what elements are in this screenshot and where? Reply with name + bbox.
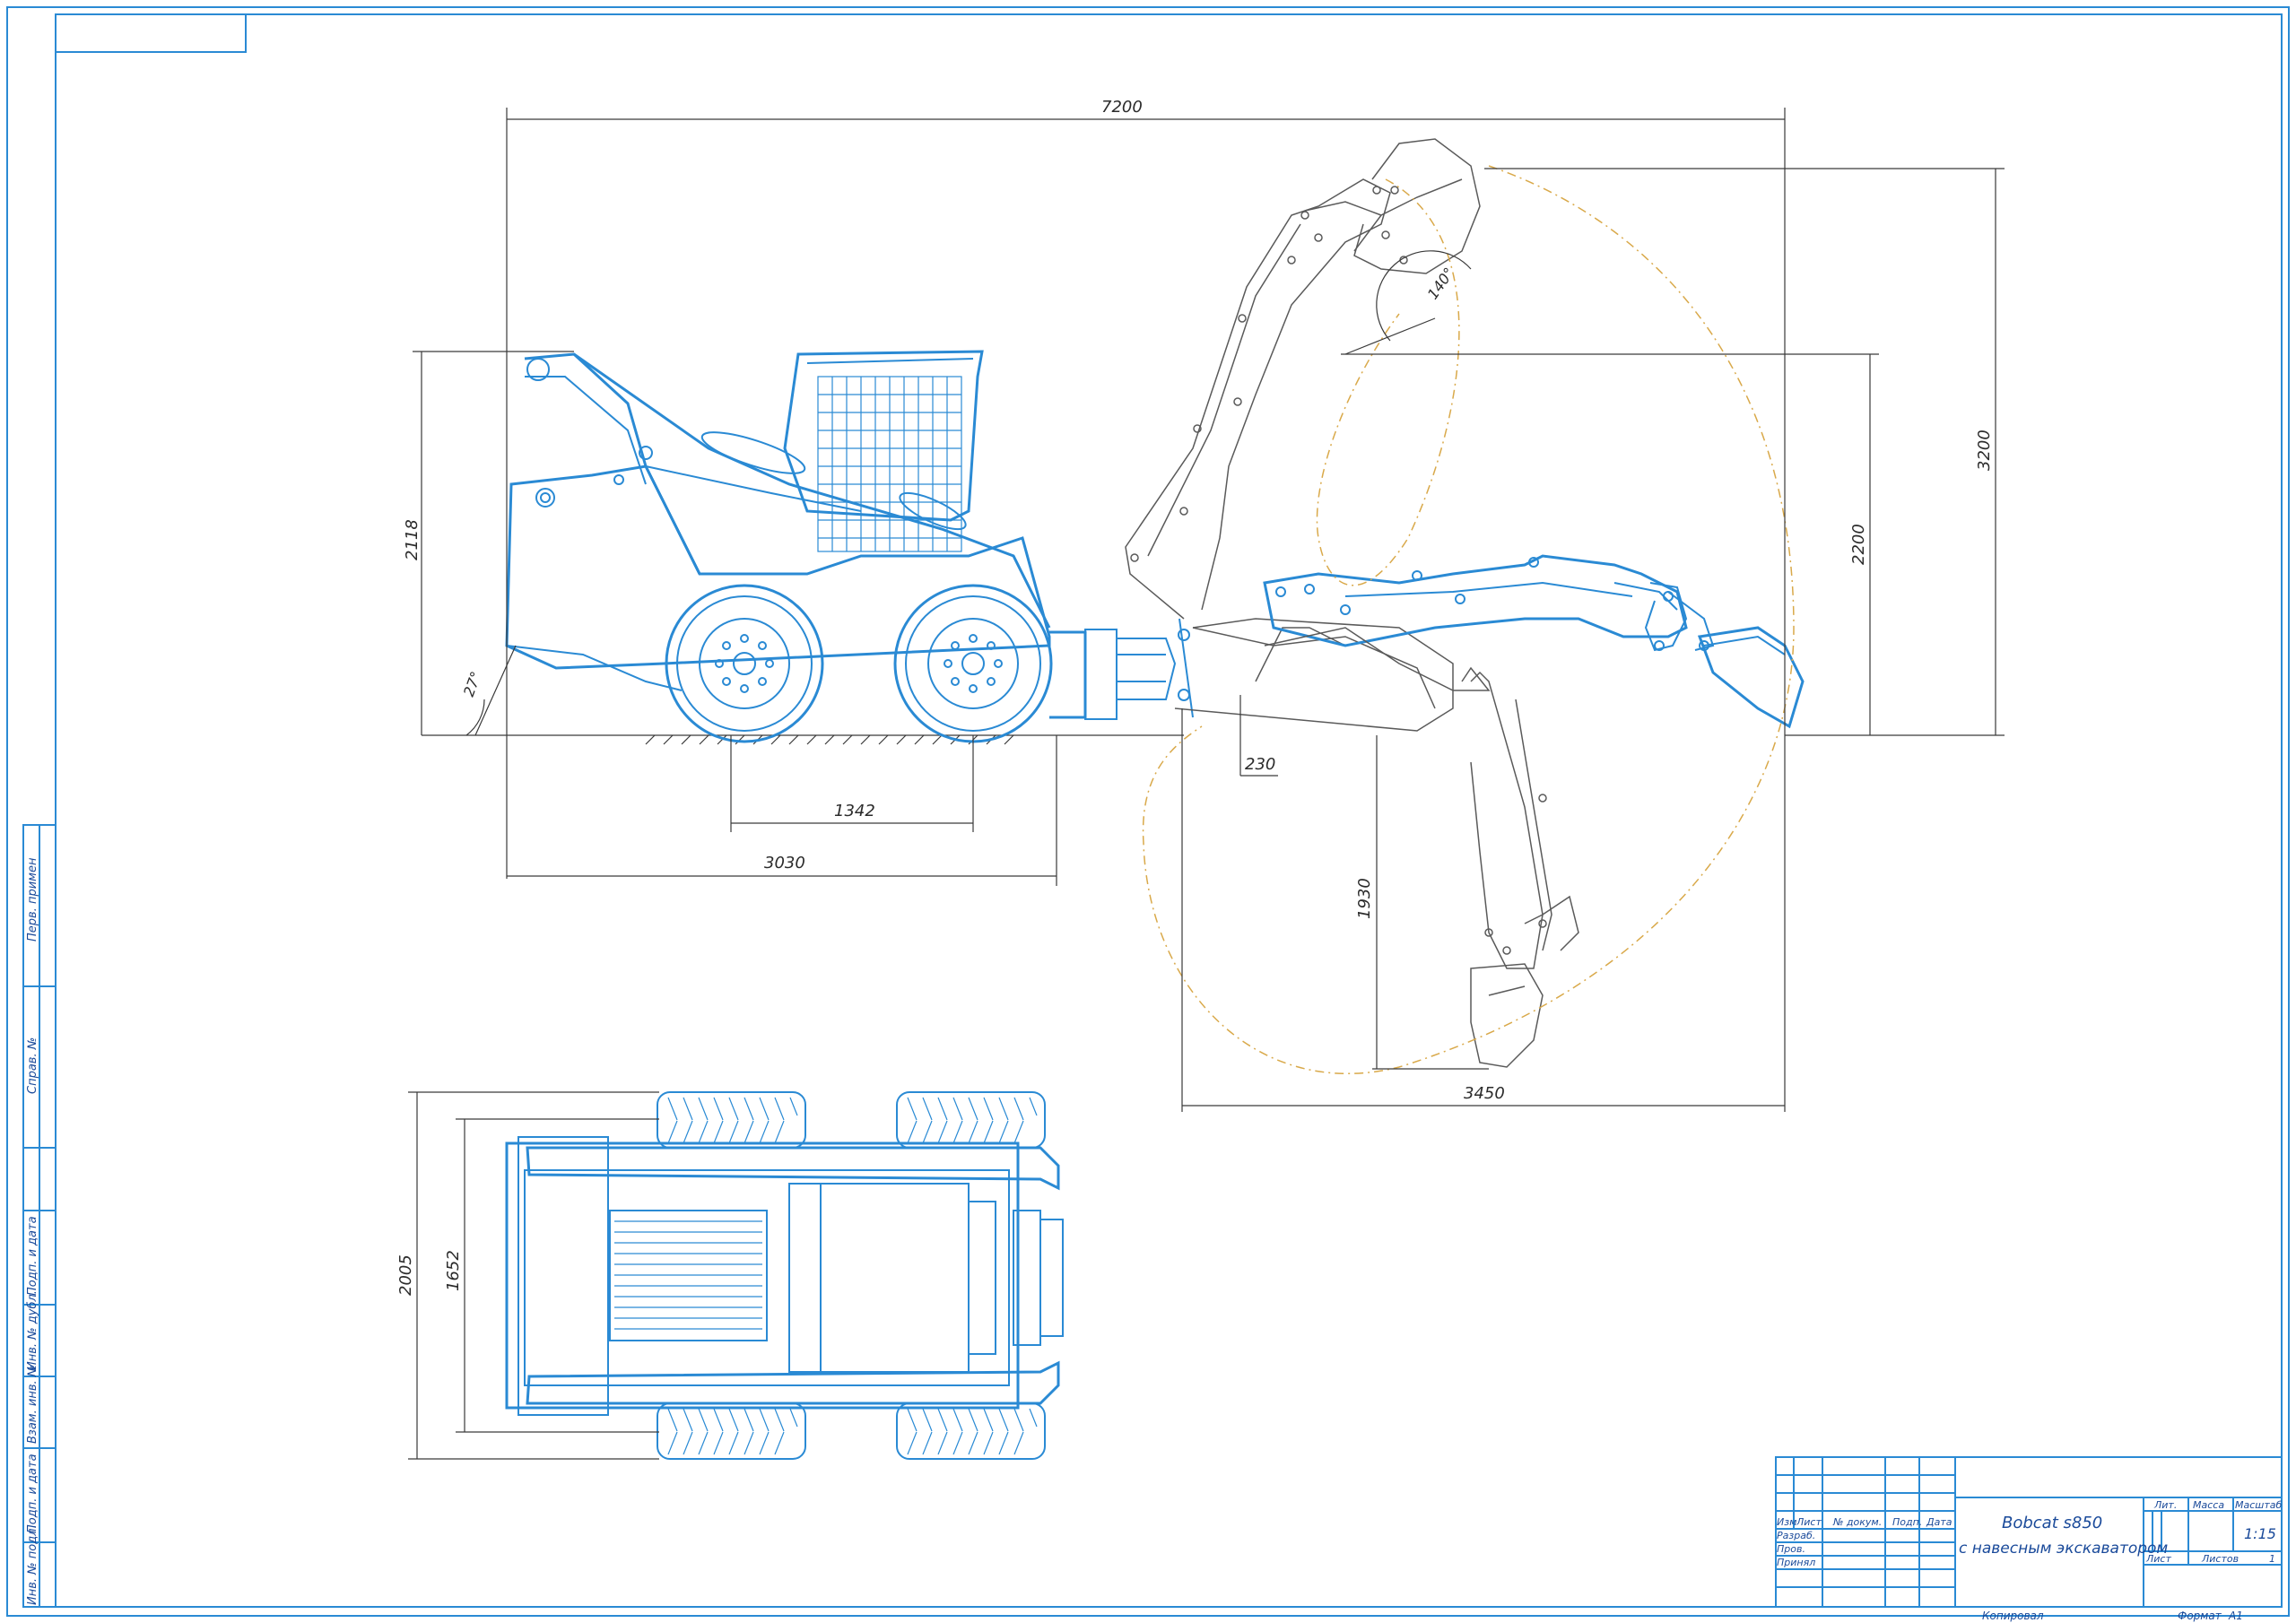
footer-format-label: Формат <box>2178 1610 2222 1622</box>
tb-listov-label: Листов <box>2201 1553 2239 1565</box>
tb-list-label: Лист <box>2145 1553 2171 1565</box>
tb-data: Дата <box>1926 1516 1952 1528</box>
stamp-label: Взам. инв. № <box>26 1365 39 1444</box>
title-block: Изм Лист № докум. Подп. Дата Разраб. Про… <box>1775 1456 2283 1608</box>
dim-230: 230 <box>1245 755 1275 774</box>
tire-front-bottom <box>896 1402 1046 1460</box>
stamp-label: Подп. и дата <box>26 1454 39 1533</box>
dim-reach: 3450 <box>1464 1084 1505 1103</box>
front-wheel <box>893 584 1053 743</box>
corner-box <box>55 13 247 53</box>
dim-wheelbase: 1342 <box>834 802 875 820</box>
side-stamp: Перв. примен Справ. № Подп. и дата Инв. … <box>22 824 57 1608</box>
tb-list: Лист <box>1796 1516 1822 1528</box>
tb-prov: Пров. <box>1777 1543 1805 1555</box>
tb-massa: Масса <box>2193 1499 2224 1511</box>
dim-dig-depth: 1930 <box>1355 878 1374 919</box>
top-view-machine <box>505 1091 1064 1460</box>
stamp-label: Подп. и дата <box>26 1216 39 1296</box>
stamp-label: Справ. № <box>26 1037 39 1094</box>
footer-kopiroval: Копировал <box>1982 1610 2044 1622</box>
dimensions-side: 7200 2118 27° 1342 3030 230 1930 3450 <box>403 98 2005 1112</box>
tb-masshtab: Масштаб <box>2235 1499 2282 1511</box>
dim-width-inner: 1652 <box>444 1250 463 1291</box>
dim-angle: 27° <box>460 669 485 699</box>
engine-grille <box>614 1220 762 1330</box>
dim-3200: 3200 <box>1975 430 1994 471</box>
tb-prinyal: Принял <box>1777 1557 1815 1568</box>
tb-izm: Изм <box>1777 1516 1796 1528</box>
tb-listov-value: 1 <box>2269 1553 2275 1565</box>
rear-wheel <box>665 584 824 743</box>
tire-rear-top <box>657 1091 806 1149</box>
title-line2: с навесным экскаватором <box>1959 1540 2168 1558</box>
dim-machine-length: 3030 <box>764 854 805 872</box>
tb-lit: Лит. <box>2153 1499 2177 1511</box>
dim-2200: 2200 <box>1849 524 1868 565</box>
dimensions-top: 2005 1652 <box>396 1091 659 1460</box>
stamp-label: Перв. примен <box>26 857 39 942</box>
cab-grid <box>817 376 962 552</box>
tire-front-top <box>896 1091 1046 1149</box>
tire-rear-bottom <box>657 1402 806 1460</box>
dim-overall-length: 7200 <box>1101 98 1143 117</box>
tb-podp: Подп. <box>1892 1516 1922 1528</box>
tb-scale: 1:15 <box>2244 1525 2276 1542</box>
tb-razrab: Разраб. <box>1777 1530 1815 1541</box>
footer-format-value: А1 <box>2228 1610 2243 1622</box>
stamp-label: Инв. № дубл. <box>26 1290 39 1370</box>
title-line1: Bobcat s850 <box>2002 1514 2102 1532</box>
reach-arc <box>1142 165 1795 1075</box>
tb-doc: № докум. <box>1832 1516 1882 1528</box>
dim-width-outer: 2005 <box>396 1254 415 1296</box>
outer-frame <box>6 6 2290 1617</box>
inner-frame <box>55 13 2283 1608</box>
dim-bucket-angle: 140° <box>1424 265 1458 302</box>
backhoe-attachment <box>1125 138 1805 1075</box>
side-view-machine <box>422 350 1194 745</box>
stamp-label: Инв. № подл. <box>26 1524 39 1605</box>
dim-height: 2118 <box>403 519 422 560</box>
inner-arc <box>1316 178 1460 586</box>
